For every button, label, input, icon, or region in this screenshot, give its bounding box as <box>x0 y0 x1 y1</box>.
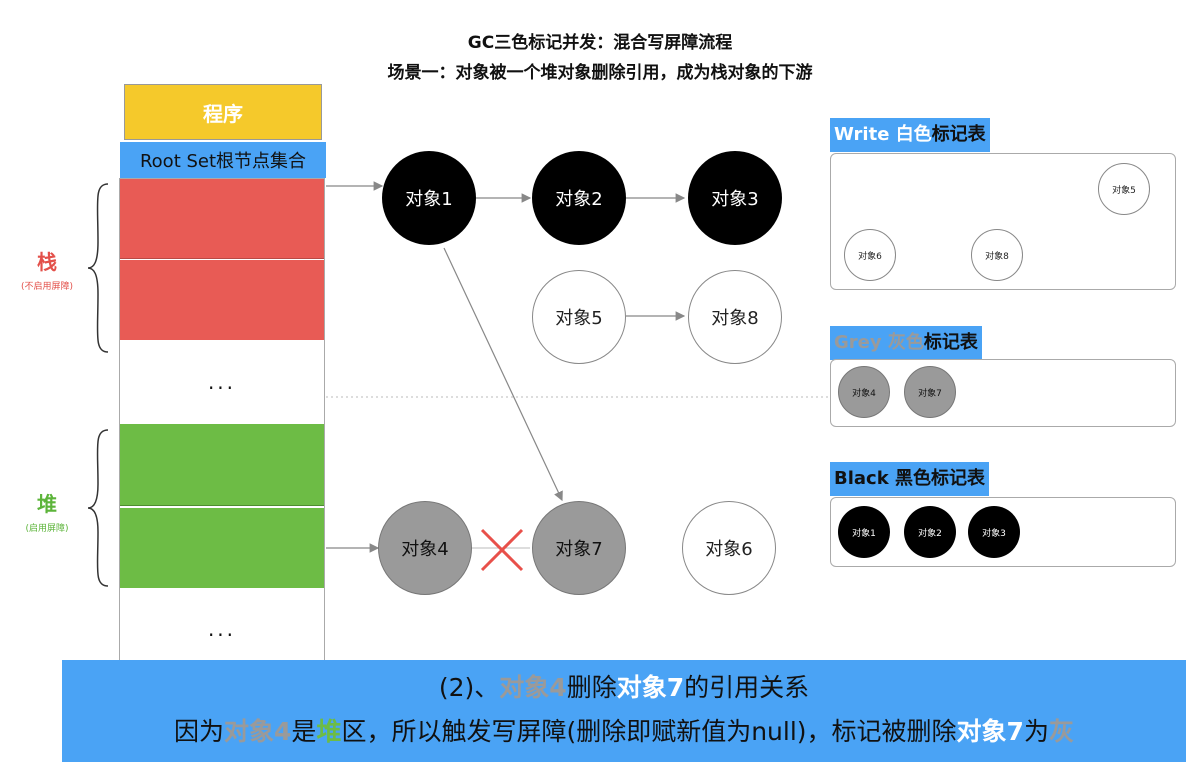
caption-line1: (2)、对象4删除对象7的引用关系 <box>62 668 1186 704</box>
heap-ellipsis: ... <box>207 617 237 641</box>
caption2-c: 是 <box>291 717 317 746</box>
cross-icon <box>480 528 524 572</box>
caption2-a: 因为 <box>174 717 225 746</box>
white-tag-color: 白色 <box>895 124 932 145</box>
stack-cell <box>120 179 324 259</box>
black-item-object2: 对象2 <box>904 506 956 558</box>
node-object2: 对象2 <box>532 151 626 245</box>
black-tag-en: Black <box>834 468 889 489</box>
heap-cell <box>120 424 324 506</box>
grey-item-object4: 对象4 <box>838 366 890 418</box>
black-tag-suffix: 标记表 <box>930 468 985 489</box>
grey-tag-en: Grey <box>834 332 882 353</box>
caption-verb: 删除 <box>566 673 617 702</box>
grey-tag-color: 灰色 <box>887 332 924 353</box>
caption-object4: 对象4 <box>499 673 567 702</box>
black-item-object3: 对象3 <box>968 506 1020 558</box>
caption-box: (2)、对象4删除对象7的引用关系 因为对象4是堆区，所以触发写屏障(删除即赋新… <box>62 660 1186 762</box>
white-item-object6: 对象6 <box>844 229 896 281</box>
caption2-grey: 灰 <box>1048 717 1074 746</box>
black-item-object1: 对象1 <box>838 506 890 558</box>
heap-brace <box>87 429 109 587</box>
heap-note: (启用屏障) <box>25 524 69 534</box>
stack-note: (不启用屏障) <box>20 282 74 292</box>
stack-ellipsis: ... <box>207 370 237 394</box>
stack-cell <box>120 260 324 340</box>
diagram-title: GC三色标记并发：混合写屏障流程 <box>467 33 733 53</box>
white-item-object5: 对象5 <box>1098 163 1150 215</box>
diagram-subtitle: 场景一：对象被一个堆对象删除引用，成为栈对象的下游 <box>387 63 813 83</box>
caption-step: (2)、 <box>438 673 500 702</box>
grey-table-tag: Grey 灰色标记表 <box>830 326 982 360</box>
caption-tail: 的引用关系 <box>684 673 810 702</box>
grey-tag-suffix: 标记表 <box>923 332 978 353</box>
stack-brace <box>87 183 109 353</box>
caption-object7: 对象7 <box>616 673 685 702</box>
node-object3: 对象3 <box>688 151 782 245</box>
caption2-object7: 对象7 <box>956 717 1024 746</box>
stack-label: 栈 (不启用屏障) <box>2 246 92 292</box>
white-tag-en: Write <box>834 124 890 145</box>
white-item-object8: 对象8 <box>971 229 1023 281</box>
black-tag-color: 黑色 <box>894 468 931 489</box>
white-table-tag: Write 白色标记表 <box>830 118 990 152</box>
caption-line2: 因为对象4是堆区，所以触发写屏障(删除即赋新值为null)，标记被删除对象7为灰 <box>62 712 1186 748</box>
node-object8: 对象8 <box>688 270 782 364</box>
heap-cell <box>120 508 324 588</box>
caption2-heap: 堆 <box>316 717 342 746</box>
grey-item-object7: 对象7 <box>904 366 956 418</box>
node-object4: 对象4 <box>378 501 472 595</box>
caption2-object4: 对象4 <box>224 717 292 746</box>
caption2-e: 区，所以触发写屏障(删除即赋新值为null)，标记被删除 <box>341 717 957 746</box>
caption2-g: 为 <box>1023 717 1049 746</box>
stack-title: 栈 <box>37 250 57 274</box>
node-object5: 对象5 <box>532 270 626 364</box>
black-table-tag: Black 黑色标记表 <box>830 462 989 496</box>
program-block: 程序 <box>124 84 322 140</box>
node-object1: 对象1 <box>382 151 476 245</box>
heap-label: 堆 (启用屏障) <box>2 488 92 534</box>
root-set-block: Root Set根节点集合 <box>120 142 326 178</box>
edge-o1-o7 <box>443 247 563 502</box>
heap-title: 堆 <box>37 492 57 516</box>
white-tag-suffix: 标记表 <box>931 124 986 145</box>
node-object7: 对象7 <box>532 501 626 595</box>
node-object6: 对象6 <box>682 501 776 595</box>
